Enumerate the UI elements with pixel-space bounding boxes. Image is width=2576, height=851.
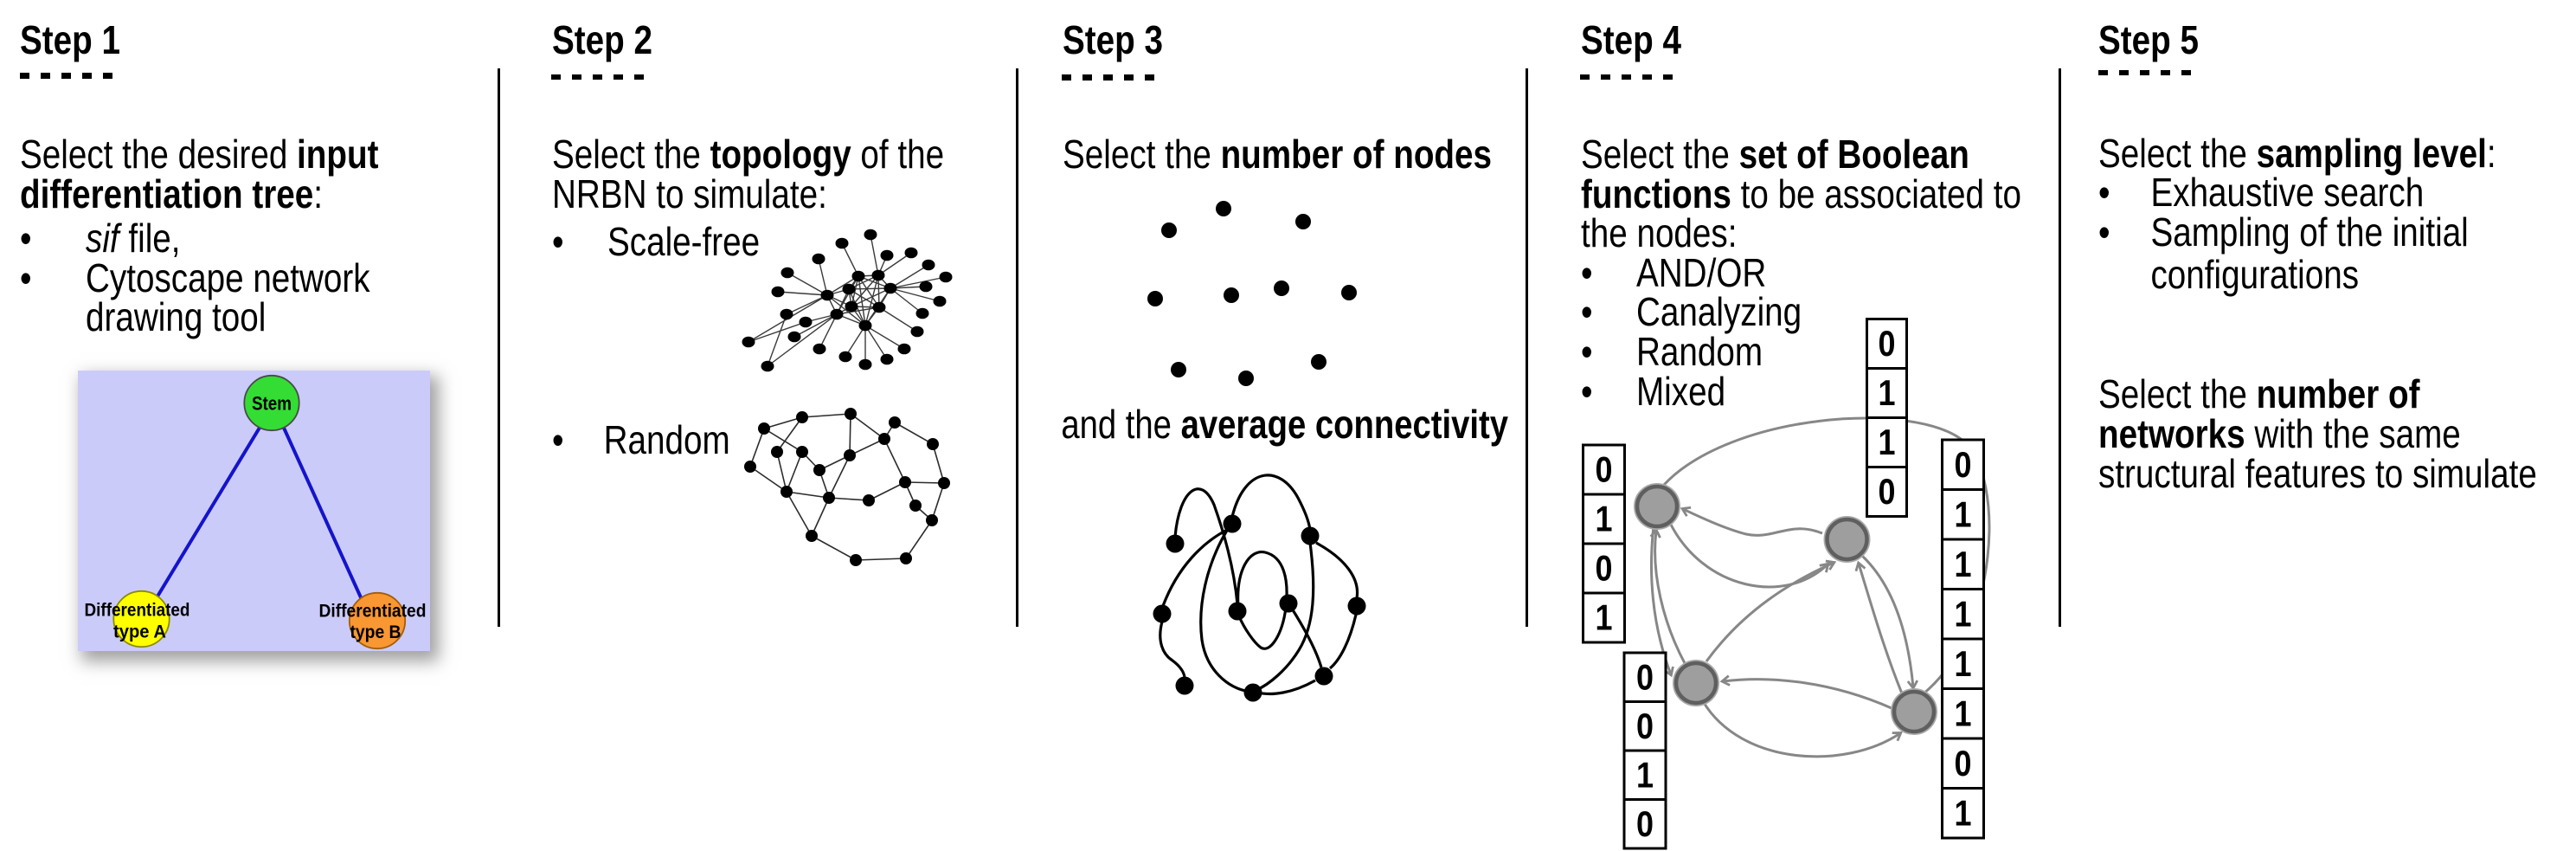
svg-text:1: 1 <box>1955 643 1972 684</box>
svg-text:1: 1 <box>1596 499 1613 539</box>
svg-text:1: 1 <box>1879 372 1896 413</box>
svg-text:Differentiated: Differentiated <box>319 602 427 622</box>
svg-text:0: 0 <box>1879 323 1896 364</box>
svg-text:type B: type B <box>350 622 401 642</box>
svg-text:1: 1 <box>1955 792 1972 833</box>
svg-text:0: 0 <box>1955 444 1972 485</box>
svg-text:Stem: Stem <box>252 393 292 415</box>
svg-text:0: 0 <box>1955 743 1972 783</box>
svg-text:0: 0 <box>1879 471 1896 512</box>
svg-text:1: 1 <box>1636 754 1654 795</box>
svg-text:0: 0 <box>1636 656 1654 697</box>
svg-text:1: 1 <box>1879 422 1896 462</box>
svg-text:1: 1 <box>1955 593 1972 634</box>
svg-text:1: 1 <box>1955 693 1972 733</box>
svg-text:0: 0 <box>1596 449 1613 490</box>
svg-text:type A: type A <box>113 622 166 641</box>
svg-text:0: 0 <box>1596 548 1613 589</box>
svg-text:1: 1 <box>1596 597 1613 638</box>
svg-text:Differentiated: Differentiated <box>85 601 190 621</box>
svg-text:1: 1 <box>1955 493 1972 534</box>
svg-text:0: 0 <box>1636 706 1654 746</box>
svg-text:0: 0 <box>1636 803 1654 844</box>
svg-text:1: 1 <box>1955 544 1972 584</box>
